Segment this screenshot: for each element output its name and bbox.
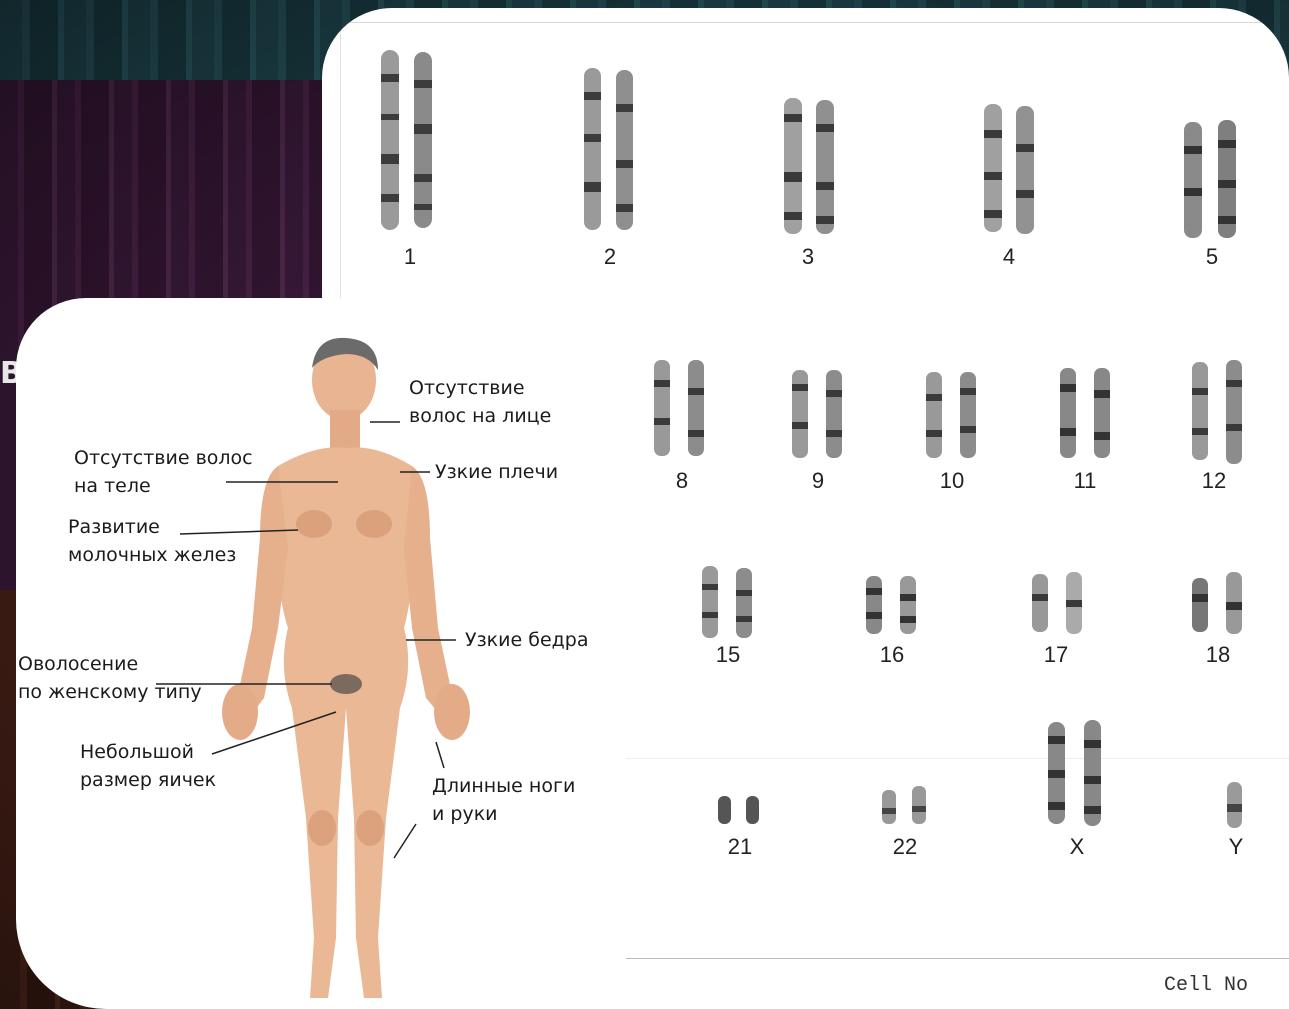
chromosome-pair-11 (1056, 366, 1120, 460)
chromosome-label: 18 (1188, 642, 1248, 668)
annotation-female-pattern-hair: Оволосение по женскому типу (18, 650, 202, 706)
annotation-line: Длинные ноги (432, 772, 575, 800)
chromosome-pair-1 (376, 44, 446, 234)
karyotype-border-bottom (612, 958, 1289, 959)
karyotype-row-divider (612, 758, 1289, 759)
annotation-small-testes: Небольшой размер яичек (80, 738, 216, 794)
annotation-line: волос на лице (409, 402, 551, 430)
chromosome-pair-9 (788, 368, 852, 460)
annotation-line: размер яичек (80, 766, 216, 794)
chromosome-pair-12 (1188, 358, 1252, 466)
chromosome-pair-5 (1178, 116, 1248, 244)
chromosome-label: 22 (875, 834, 935, 860)
annotation-line: Отсутствие (409, 374, 551, 402)
chromosome-pair-18 (1188, 570, 1252, 636)
chromosome-pair-22 (878, 784, 938, 828)
annotation-line: Узкие плечи (435, 458, 558, 486)
chromosome-label: 2 (580, 244, 640, 270)
chromosome-label: 10 (922, 468, 982, 494)
annotation-line: по женскому типу (18, 678, 202, 706)
chromosome-label: 9 (788, 468, 848, 494)
chromosome-label: Y (1206, 834, 1266, 860)
chromosome-label: 1 (380, 244, 440, 270)
annotation-no-facial-hair: Отсутствие волос на лице (409, 374, 551, 430)
body-diagram-card: Отсутствие волос на лице Отсутствие воло… (16, 298, 626, 1009)
chromosome-pair-X (1044, 718, 1108, 828)
chromosome-label: 8 (652, 468, 712, 494)
annotation-line: и руки (432, 800, 575, 828)
annotation-line: на теле (74, 472, 253, 500)
chromosome-label: 17 (1026, 642, 1086, 668)
chromosome-pair-3 (778, 94, 848, 238)
chromosome-label: 12 (1184, 468, 1244, 494)
chromosome-pair-17 (1028, 570, 1092, 636)
chromosome-pair-10 (922, 370, 986, 460)
chromosome-label: 21 (710, 834, 770, 860)
chromosome-pair-4 (978, 100, 1048, 238)
cell-number-fragment: Cell No (1164, 974, 1248, 997)
annotation-line: Оволосение (18, 650, 202, 678)
chromosome-pair-16 (862, 574, 926, 636)
chromosome-pair-2 (578, 64, 648, 234)
annotation-line: Небольшой (80, 738, 216, 766)
annotation-narrow-shoulders: Узкие плечи (435, 458, 558, 486)
karyotype-border-top (340, 22, 1270, 23)
chromosome-label: 4 (979, 244, 1039, 270)
annotation-line: Развитие (68, 513, 236, 541)
annotation-line: Отсутствие волос (74, 444, 253, 472)
annotation-no-body-hair: Отсутствие волос на теле (74, 444, 253, 500)
chromosome-pair-21 (714, 792, 770, 828)
annotation-line: Узкие бедра (465, 626, 588, 654)
chromosome-label: 11 (1055, 468, 1115, 494)
chromosome-label: X (1047, 834, 1107, 860)
chromosome-label: 15 (698, 642, 758, 668)
chromosome-label: 5 (1182, 244, 1242, 270)
annotation-line: молочных желез (68, 541, 236, 569)
annotation-breast-development: Развитие молочных желез (68, 513, 236, 569)
chromosome-Y (1222, 778, 1248, 832)
chromosome-label: 3 (778, 244, 838, 270)
chromosome-label: 16 (862, 642, 922, 668)
annotation-long-limbs: Длинные ноги и руки (432, 772, 575, 828)
chromosome-pair-15 (698, 564, 762, 640)
chromosome-pair-8 (650, 358, 714, 458)
annotation-narrow-hips: Узкие бедра (465, 626, 588, 654)
